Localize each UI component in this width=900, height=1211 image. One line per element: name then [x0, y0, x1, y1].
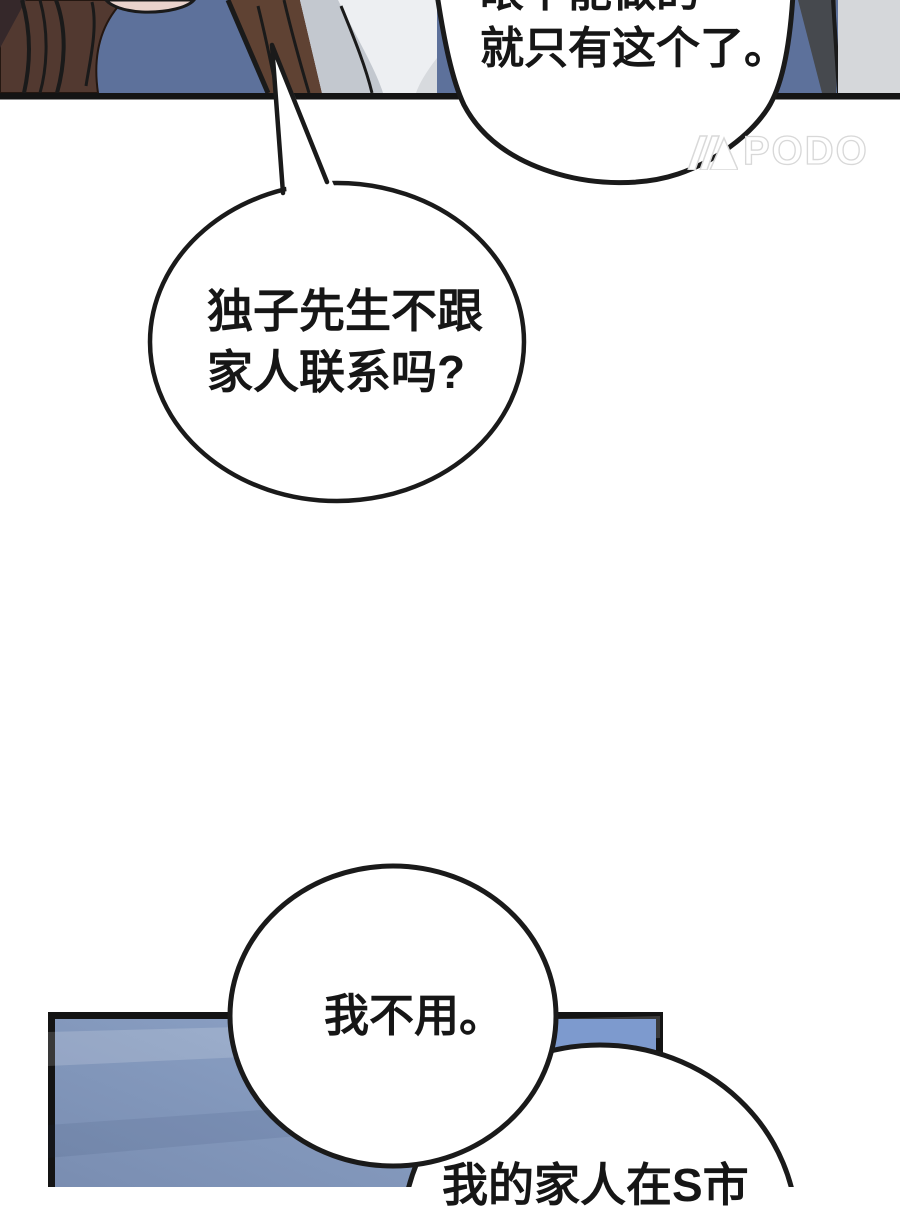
- bubble-bottom-left-text-line1: 我不用。: [324, 990, 505, 1041]
- hair-highlight-strand: [38, 0, 48, 94]
- podo-logo-icon: [687, 134, 738, 170]
- hair-strand: [84, 1, 96, 87]
- dark-hair-wedge: [798, 0, 836, 93]
- hair-outline: [225, 0, 271, 94]
- shirt-shadow-right: [416, 58, 437, 93]
- bubble-bottom-right-text-line1: 我的家人在S市: [442, 1159, 749, 1211]
- bubble-top-right-text-line1: 眼下能做的: [480, 0, 700, 14]
- speech-bubble-bottom-left: [227, 863, 559, 1169]
- hair-dark-shadow: [0, 0, 26, 48]
- shirt-fold-line: [339, 5, 374, 94]
- bubble-middle-text-line2: 家人联系吗?: [207, 346, 466, 398]
- podo-watermark-text: PODO: [742, 128, 869, 173]
- hair-strand: [282, 0, 311, 94]
- podo-watermark: PODO: [682, 128, 869, 174]
- corner-gray-area: [838, 0, 900, 93]
- bubble-middle-text-line1: 独子先生不跟: [207, 285, 483, 337]
- hair-strand: [54, 0, 66, 94]
- bubble-top-right-text-line2: 就只有这个了。: [480, 24, 788, 73]
- character-skin-sliver: [104, 0, 196, 14]
- speech-bubble-tail-outline: [269, 42, 330, 196]
- top-panel-border: [0, 93, 900, 100]
- shirt-shadow: [300, 0, 383, 93]
- speech-bubble-middle: [147, 180, 527, 504]
- hair-strand: [20, 0, 31, 94]
